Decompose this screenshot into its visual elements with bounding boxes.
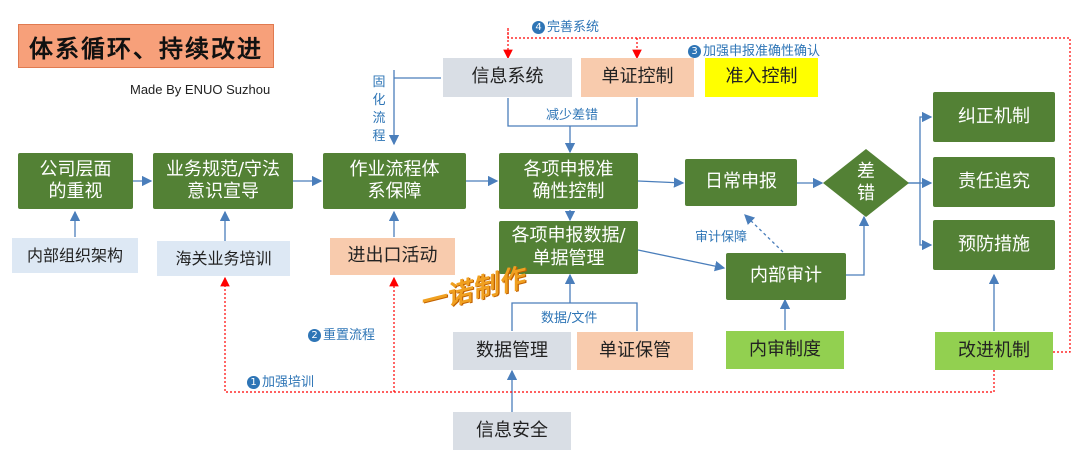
- doc-control-box[interactable]: 单证控制: [581, 58, 694, 97]
- daily-box[interactable]: 日常申报: [685, 159, 797, 206]
- author-credit: Made By ENUO Suzhou: [130, 82, 271, 97]
- internal-audit-box[interactable]: 内部审计: [726, 253, 846, 300]
- page-title: 体系循环、持续改进: [18, 24, 274, 68]
- accountability-box[interactable]: 责任追究: [933, 157, 1055, 207]
- step-2-badge: 2: [308, 329, 321, 342]
- customs-training-box[interactable]: 海关业务培训: [157, 241, 290, 276]
- data-docs-box[interactable]: 各项申报数据/单据管理: [499, 221, 638, 274]
- step-3-badge: 3: [688, 45, 701, 58]
- info-security-box[interactable]: 信息安全: [453, 412, 571, 450]
- audit-system-box[interactable]: 内审制度: [726, 331, 844, 369]
- data-files-label: 数据/文件: [541, 311, 598, 326]
- org-box[interactable]: 内部组织架构: [12, 238, 138, 273]
- import-export-box[interactable]: 进出口活动: [330, 238, 455, 275]
- feedback-1-text: 加强培训: [262, 375, 315, 390]
- solidify-label: 固化流程: [372, 75, 386, 144]
- audit-guarantee-label: 审计保障: [695, 230, 748, 245]
- access-control-box[interactable]: 准入控制: [705, 58, 818, 97]
- feedback-2-text: 重置流程: [323, 328, 376, 343]
- improve-box[interactable]: 改进机制: [935, 332, 1053, 370]
- reduce-errors-label: 减少差错: [546, 108, 599, 123]
- workflow-box[interactable]: 作业流程体系保障: [323, 153, 466, 209]
- info-system-box[interactable]: 信息系统: [443, 58, 572, 97]
- doc-storage-box[interactable]: 单证保管: [577, 332, 693, 370]
- error-label: 差错: [857, 160, 875, 205]
- accuracy-box[interactable]: 各项申报准确性控制: [499, 153, 638, 209]
- company-box[interactable]: 公司层面的重视: [18, 153, 133, 209]
- feedback-4-text: 完善系统: [547, 20, 600, 35]
- prevention-box[interactable]: 预防措施: [933, 220, 1055, 270]
- data-manage-box[interactable]: 数据管理: [453, 332, 571, 370]
- correct-box[interactable]: 纠正机制: [933, 92, 1055, 142]
- feedback-3-text: 加强申报准确性确认: [703, 44, 821, 59]
- error-diamond[interactable]: [822, 148, 910, 218]
- business-box[interactable]: 业务规范/守法意识宣导: [153, 153, 293, 209]
- step-1-badge: 1: [247, 376, 260, 389]
- step-4-badge: 4: [532, 21, 545, 34]
